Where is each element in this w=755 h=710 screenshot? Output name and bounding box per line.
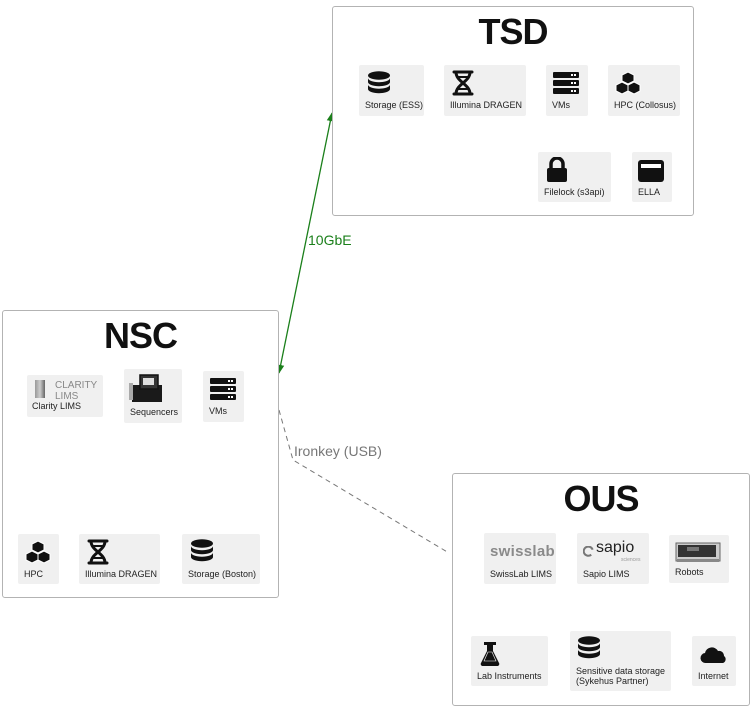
sequencer-icon [128, 373, 164, 408]
region-title-tsd: TSD [478, 11, 549, 52]
swisslab-logo: swisslab [490, 543, 555, 560]
node-tsd-vms[interactable]: VMs [546, 65, 588, 116]
node-label: ELLA [638, 187, 661, 197]
node-tsd-illumina-dragen[interactable]: Illumina DRAGEN [444, 65, 526, 116]
node-label: VMs [552, 100, 570, 110]
node-tsd-hpc[interactable]: HPC (Collosus) [608, 65, 680, 116]
server-icon [210, 378, 236, 405]
database-icon [577, 636, 601, 667]
node-label: Internet [698, 671, 729, 681]
flask-icon [480, 642, 500, 671]
node-label: Storage (ESS) [365, 100, 424, 110]
sapio-logo-subtext: sciences [621, 557, 641, 563]
lock-icon [546, 156, 568, 188]
database-icon [190, 539, 214, 570]
node-label: Illumina DRAGEN [450, 100, 523, 110]
node-label: HPC [24, 569, 44, 579]
node-label: Sapio LIMS [583, 569, 630, 579]
cubes-icon [25, 540, 51, 569]
region-title-nsc: NSC [103, 315, 178, 356]
node-tsd-filelock[interactable]: Filelock (s3api) [538, 152, 611, 202]
node-ous-lab-instruments[interactable]: Lab Instruments [471, 636, 548, 686]
node-ous-swisslab-lims[interactable]: swisslab SwissLab LIMS [484, 533, 556, 584]
node-label: VMs [209, 406, 227, 416]
edge-nsc-ous[interactable] [278, 409, 450, 554]
node-label: Storage (Boston) [188, 569, 257, 579]
region-title-ous: OUS [563, 478, 639, 519]
dna-icon [452, 70, 474, 101]
region-nsc[interactable]: NSC CLARITY LIMS Clarity LIMS Sequencers… [2, 310, 279, 598]
database-icon [367, 71, 391, 102]
node-nsc-hpc[interactable]: HPC [18, 534, 59, 584]
node-label-line2: (Sykehus Partner) [576, 676, 649, 686]
node-label: Sensitive data storage [576, 666, 666, 676]
edge-label-10gbe: 10GbE [308, 232, 352, 248]
window-icon [638, 160, 664, 187]
node-ous-internet[interactable]: Internet [692, 636, 736, 686]
node-nsc-sequencers[interactable]: Sequencers [124, 369, 182, 423]
cloud-icon [700, 646, 728, 669]
node-label: HPC (Collosus) [614, 100, 677, 110]
node-ous-sensitive-data-storage[interactable]: Sensitive data storage (Sykehus Partner) [570, 631, 671, 691]
region-ous[interactable]: OUS swisslab SwissLab LIMS sapio science… [452, 473, 750, 706]
cubes-icon [615, 71, 641, 100]
node-ous-robots[interactable]: Robots [669, 535, 729, 583]
node-nsc-illumina-dragen[interactable]: Illumina DRAGEN [79, 534, 160, 584]
node-label: Robots [675, 567, 704, 577]
node-label: Lab Instruments [477, 671, 542, 681]
sapio-logo: sapio [596, 539, 635, 556]
robot-icon [675, 541, 721, 568]
region-tsd[interactable]: TSD Storage (ESS) Illumina DRAGEN VMs HP… [332, 6, 694, 216]
node-nsc-vms[interactable]: VMs [203, 371, 244, 422]
sapio-logo-mark [582, 544, 594, 562]
node-tsd-storage-ess[interactable]: Storage (ESS) [359, 65, 424, 116]
clarity-logo-text-1: CLARITY [55, 380, 98, 391]
node-ous-sapio-lims[interactable]: sapio sciences Sapio LIMS [577, 533, 649, 584]
node-nsc-storage-boston[interactable]: Storage (Boston) [182, 534, 260, 584]
node-label: Filelock (s3api) [544, 187, 605, 197]
clarity-lims-logo [35, 380, 47, 403]
node-label: Clarity LIMS [32, 401, 82, 411]
node-label: Sequencers [130, 407, 179, 417]
edge-label-ironkey: Ironkey (USB) [294, 443, 382, 459]
node-tsd-ella[interactable]: ELLA [632, 152, 672, 202]
clarity-logo-text-2: LIMS [55, 391, 79, 402]
node-nsc-clarity-lims[interactable]: CLARITY LIMS Clarity LIMS [27, 375, 103, 417]
dna-icon [87, 539, 109, 570]
server-icon [553, 72, 579, 99]
node-label: SwissLab LIMS [490, 569, 553, 579]
node-label: Illumina DRAGEN [85, 569, 158, 579]
